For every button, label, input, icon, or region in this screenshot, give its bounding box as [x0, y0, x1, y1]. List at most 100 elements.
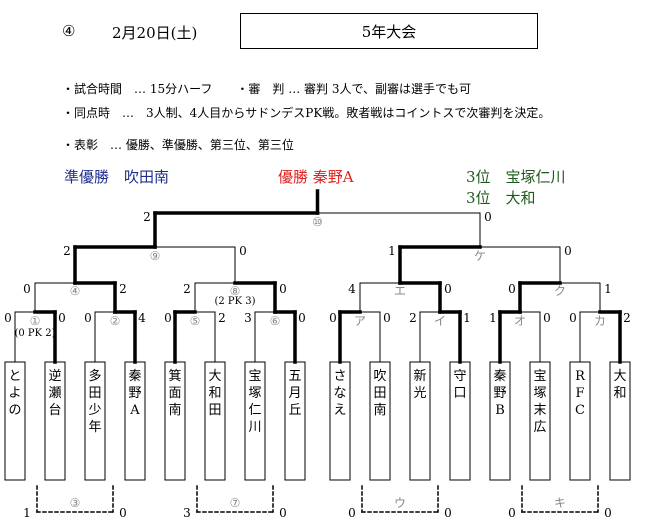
team-name-char: 末 — [533, 403, 546, 418]
score-label: 3 — [183, 506, 191, 520]
score-label: 2 — [143, 210, 151, 224]
third-place-label-1: 3位 宝塚仁川 — [466, 168, 566, 186]
section-number: ④ — [62, 22, 76, 40]
team-name-char: 野 — [493, 386, 506, 401]
score-label: 0 — [119, 506, 127, 520]
team-name-char: 川 — [248, 420, 261, 435]
match-label: ⑧ — [230, 284, 241, 298]
team-name-char: 仁 — [248, 403, 261, 418]
team-name-char: 多 — [88, 368, 101, 384]
score-label: 4 — [348, 282, 356, 296]
score-label: 0 — [329, 311, 337, 325]
score-label: 0 — [564, 244, 572, 258]
match-label: ⑥ — [270, 314, 281, 328]
rule-bullet: ・ — [62, 82, 75, 96]
page-title: 5年大会 — [361, 22, 417, 41]
team-name-char: 田 — [373, 386, 386, 401]
team-name-char: F — [575, 386, 584, 401]
team-name-char: 宝 — [248, 369, 261, 384]
match-label: エ — [394, 284, 406, 298]
team-name-char: 口 — [453, 386, 466, 401]
rule-bullet: ・ — [62, 138, 75, 152]
score-label: 0 — [569, 311, 577, 325]
team-name-char: 面 — [168, 386, 181, 401]
third-place-label-2: 3位 大和 — [466, 189, 536, 207]
team-name-char: 広 — [533, 420, 546, 435]
score-label: 1 — [23, 506, 31, 520]
pk-note: (0 PK 2) — [14, 328, 55, 339]
team-name-char: 光 — [413, 386, 426, 401]
match-label: ① — [30, 314, 41, 328]
score-label: 0 — [58, 311, 66, 325]
team-name-char: 台 — [48, 403, 61, 418]
score-label: 0 — [164, 311, 172, 325]
team-name-char: 南 — [168, 402, 181, 418]
score-label: 0 — [444, 282, 452, 296]
score-label: 0 — [508, 282, 516, 296]
score-label: 3 — [244, 311, 252, 325]
team-name-char: C — [575, 403, 585, 418]
team-name-char: と — [8, 369, 21, 384]
rule-bullet: ・ — [62, 106, 75, 120]
rule-line-3: ・表彰 … 優勝、準優勝、第三位、第三位 — [62, 136, 294, 153]
match-label: ア — [354, 314, 366, 328]
score-label: 2 — [183, 282, 191, 296]
team-name-char: 南 — [373, 402, 386, 418]
score-label: 0 — [84, 311, 92, 325]
rule-line-1: ・試合時間 … 15分ハーフ ・審 判 … 審判 3人で、副審は選手でも可 — [62, 80, 471, 97]
match-label: キ — [554, 496, 566, 510]
runner-up-label: 準優勝 吹田南 — [64, 168, 170, 186]
team-name-char: R — [575, 369, 586, 384]
team-name-char: 逆 — [48, 368, 61, 384]
team-name-char: 月 — [288, 386, 301, 401]
team-name-char: 五 — [288, 369, 301, 384]
rule-text: 表彰 … 優勝、準優勝、第三位、第三位 — [74, 138, 294, 152]
score-label: 0 — [298, 311, 306, 325]
score-label: 0 — [484, 210, 492, 224]
team-name-char: 野 — [128, 386, 141, 401]
event-date: 2月20日(土) — [112, 24, 198, 42]
score-label: 1 — [388, 244, 396, 258]
team-name-char: 秦 — [493, 369, 506, 384]
team-name-char: 吹 — [373, 369, 386, 384]
team-name-char: さ — [333, 369, 346, 384]
team-name-char: 年 — [88, 420, 101, 435]
team-name-char: 和 — [613, 386, 626, 401]
match-label: ⑤ — [190, 314, 201, 328]
score-label: 0 — [444, 506, 452, 520]
score-label: 4 — [138, 311, 146, 325]
team-name-char: の — [8, 403, 21, 418]
team-name-char: 田 — [208, 403, 221, 418]
team-name-char: 和 — [208, 386, 221, 401]
score-label: 0 — [383, 311, 391, 325]
match-label: ⑦ — [230, 496, 241, 510]
score-label: 2 — [63, 244, 71, 258]
score-label: 1 — [489, 311, 497, 325]
team-name-char: 塚 — [533, 386, 546, 401]
score-label: 2 — [409, 311, 417, 325]
match-label: ④ — [70, 284, 81, 298]
score-label: 1 — [463, 311, 471, 325]
rule-line-2: ・同点時 … 3人制、4人目からサドンデスPK戦。敗者戦はコイントスで次審判を決… — [62, 104, 550, 121]
match-label: オ — [514, 314, 526, 328]
team-name-char: え — [333, 403, 346, 418]
score-label: 2 — [623, 311, 631, 325]
team-name-char: 田 — [88, 386, 101, 401]
match-label: ウ — [394, 496, 406, 510]
team-name-char: 大 — [613, 369, 626, 384]
team-name-char: よ — [8, 386, 21, 401]
score-label: 0 — [348, 506, 356, 520]
team-name-char: 丘 — [288, 403, 301, 418]
score-label: 0 — [279, 506, 287, 520]
match-label: ⑨ — [150, 249, 161, 263]
rule-text: 試合時間 … 15分ハーフ ・審 判 … 審判 3人で、副審は選手でも可 — [74, 82, 471, 96]
team-name-char: 塚 — [248, 386, 261, 401]
team-name-char: 新 — [413, 368, 426, 384]
team-name-char: 大 — [208, 369, 221, 384]
match-label: ③ — [70, 496, 81, 510]
score-label: 0 — [543, 311, 551, 325]
team-name-char: 瀬 — [48, 386, 61, 401]
pk-note: (2 PK 3) — [214, 296, 255, 307]
team-name-char: A — [129, 403, 140, 418]
